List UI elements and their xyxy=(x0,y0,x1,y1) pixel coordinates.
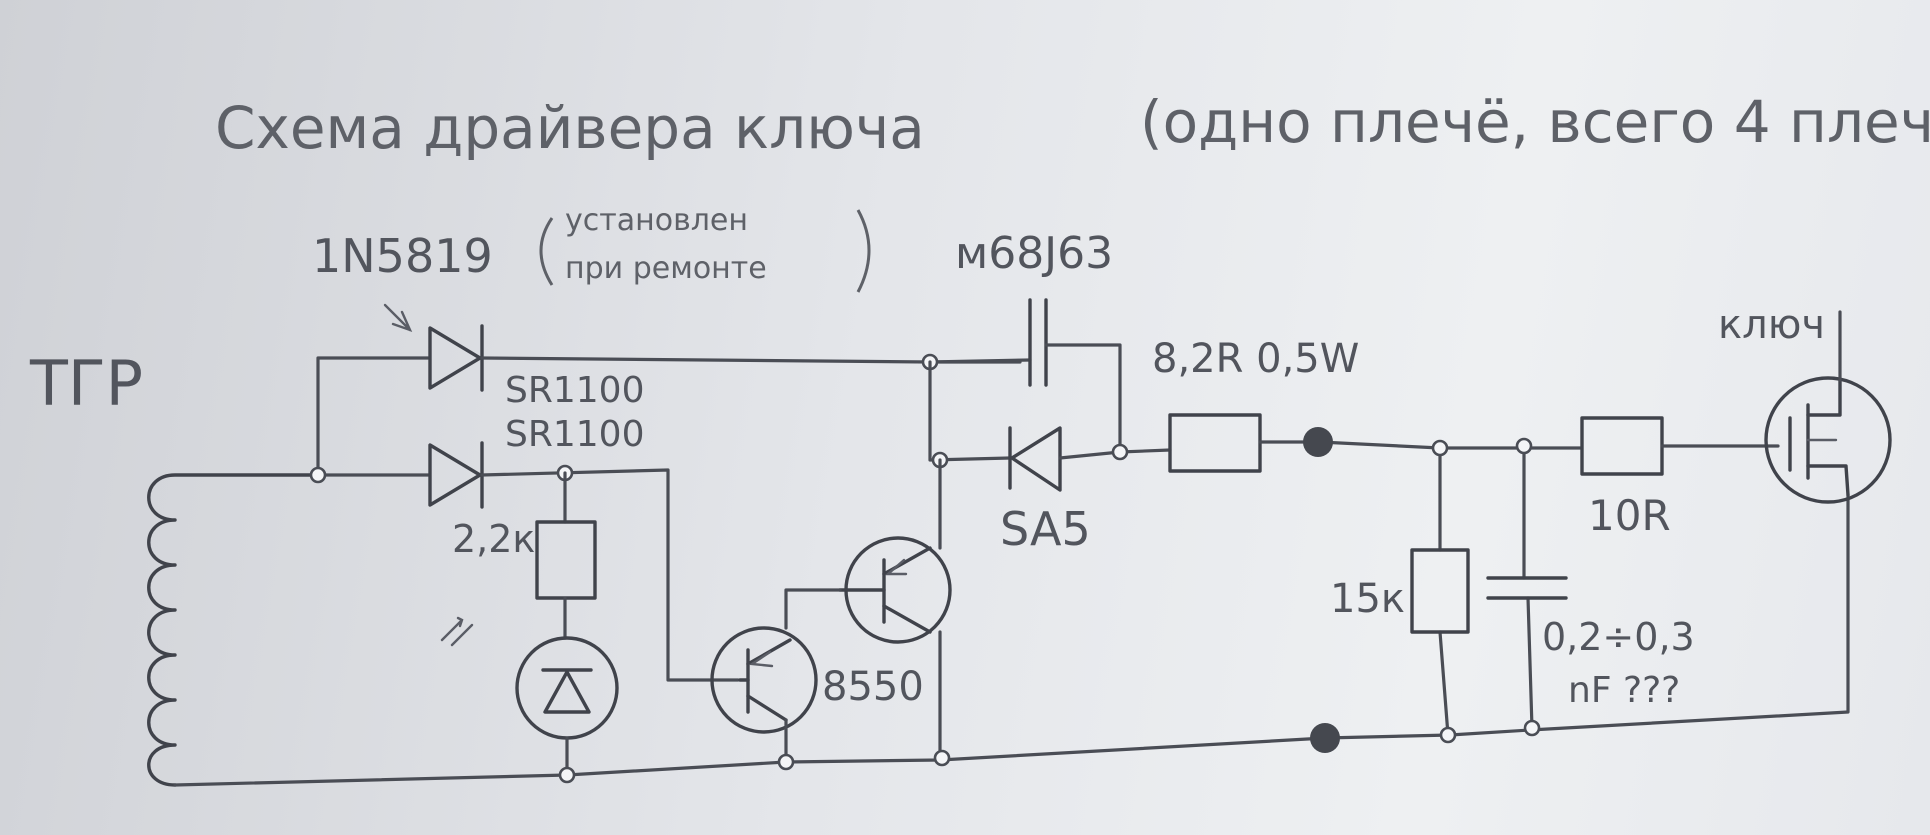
capacitor-gate-label-1: 0,2÷0,3 xyxy=(1542,615,1695,659)
diode-1n5819-label: 1N5819 xyxy=(312,229,493,283)
wire-input-top xyxy=(316,356,430,477)
node-ground-lower xyxy=(777,753,795,771)
test-point-gate xyxy=(1303,427,1333,457)
repair-note-line2: при ремонте xyxy=(565,251,767,286)
diode-sr1100-label-2: SR1100 xyxy=(505,414,644,455)
wire-base-link xyxy=(784,588,842,630)
node-gate-cap-top xyxy=(1515,437,1533,455)
test-point-ground xyxy=(1310,723,1340,753)
resistor-8r2-label: 8,2R 0,5W xyxy=(1152,336,1359,382)
wire-sa5-left xyxy=(928,360,1012,462)
capacitor-gate-label-2: nF ??? xyxy=(1568,670,1680,711)
wire-cap-right xyxy=(1044,343,1122,454)
node-15k-bottom xyxy=(1439,726,1457,744)
wire-gate-rail xyxy=(1258,440,1582,450)
capacitor-gate xyxy=(1486,576,1568,600)
node-input xyxy=(309,466,327,484)
transformer-label: ТГР xyxy=(29,347,143,420)
mosfet-key xyxy=(1764,376,1892,504)
resistor-8r2 xyxy=(1168,413,1262,473)
diode-sr1100-label-1: SR1100 xyxy=(505,370,644,411)
led xyxy=(440,616,619,740)
capacitor-m68j63-label: м68J63 xyxy=(955,228,1113,279)
transistor-lower xyxy=(710,626,818,734)
resistor-10r xyxy=(1580,416,1664,476)
diode-sa5-label: SA5 xyxy=(1000,502,1091,556)
resistor-15k xyxy=(1410,548,1470,634)
resistor-10r-label: 10R xyxy=(1588,491,1671,540)
diode-1n5819 xyxy=(383,303,484,392)
resistor-2k2 xyxy=(535,520,597,600)
node-gate-cap-bottom xyxy=(1523,719,1541,737)
capacitor-m68j63 xyxy=(1028,298,1048,387)
diode-sr1100 xyxy=(428,441,484,509)
wire-mid-rail xyxy=(480,468,740,682)
key-label: ключ xyxy=(1718,302,1825,348)
schematic-title-note: (одно плечё, всего 4 плеча) xyxy=(1140,88,1930,156)
repair-note-line1: установлен xyxy=(565,203,748,238)
node-sa5-right xyxy=(1111,443,1129,461)
diode-sa5 xyxy=(1008,426,1062,492)
wire-gate-cap xyxy=(1522,446,1534,730)
transformer-winding xyxy=(147,473,322,787)
transistor-label: 8550 xyxy=(822,664,924,710)
wire-15k xyxy=(1438,446,1450,737)
note-bracket-left xyxy=(539,217,554,286)
resistor-2k2-label: 2,2к xyxy=(452,517,535,561)
resistor-15k-label: 15к xyxy=(1330,576,1405,622)
wire-cap-left xyxy=(928,358,1032,364)
node-ground-upper xyxy=(933,749,951,767)
schematic-title: Схема драйвера ключа xyxy=(215,94,925,162)
note-bracket-right xyxy=(856,209,871,293)
node-ground-led xyxy=(558,766,576,784)
transistor-upper xyxy=(838,536,952,644)
node-15k-top xyxy=(1431,439,1449,457)
